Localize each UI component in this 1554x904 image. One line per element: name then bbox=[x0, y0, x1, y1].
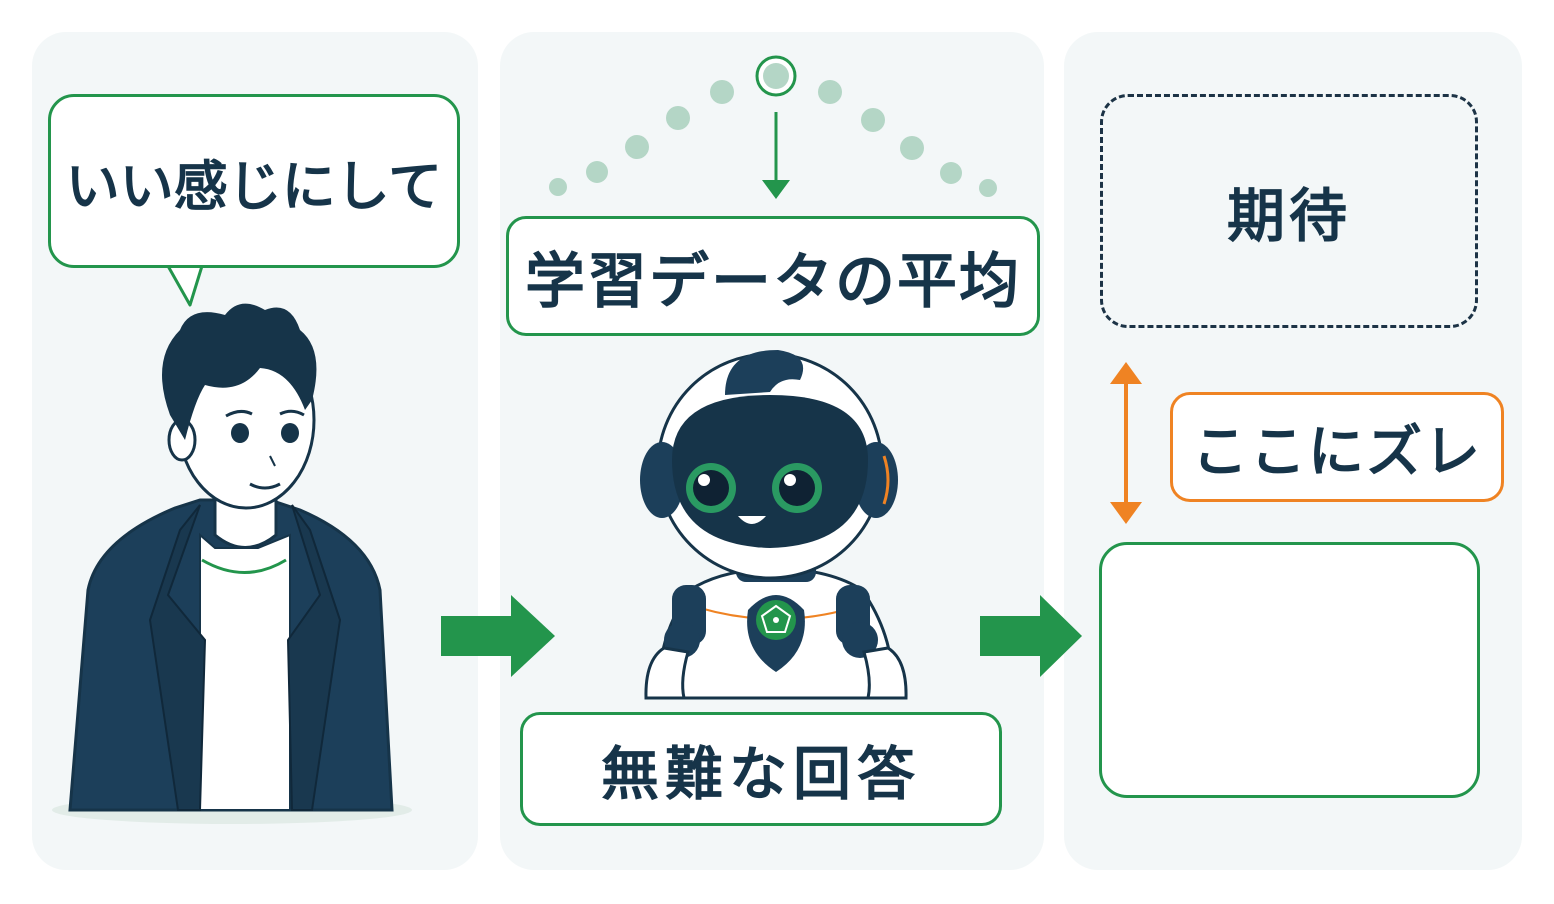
speech-bubble-tail bbox=[166, 262, 204, 307]
safe-answer-label: 無難な回答 bbox=[520, 712, 1002, 826]
speech-bubble-text: いい感じにして bbox=[65, 154, 443, 218]
expectation-box: 期待 bbox=[1100, 94, 1478, 328]
average-point bbox=[755, 55, 797, 199]
gap-double-arrow bbox=[1110, 362, 1142, 524]
gap-text: ここにズレ bbox=[1192, 419, 1482, 485]
flow-arrow-2 bbox=[980, 595, 1082, 677]
distribution-dots bbox=[549, 80, 997, 197]
robot-illustration bbox=[640, 350, 908, 700]
actual-result-box bbox=[1099, 542, 1480, 798]
speech-bubble: いい感じにして bbox=[48, 94, 460, 268]
person-illustration bbox=[52, 303, 412, 824]
expectation-text: 期待 bbox=[1226, 182, 1351, 250]
training-data-average-label: 学習データの平均 bbox=[506, 216, 1040, 336]
training-data-average-text: 学習データの平均 bbox=[525, 246, 1021, 317]
safe-answer-text: 無難な回答 bbox=[600, 740, 921, 808]
flow-arrow-1 bbox=[441, 595, 555, 677]
gap-label: ここにズレ bbox=[1170, 392, 1504, 502]
